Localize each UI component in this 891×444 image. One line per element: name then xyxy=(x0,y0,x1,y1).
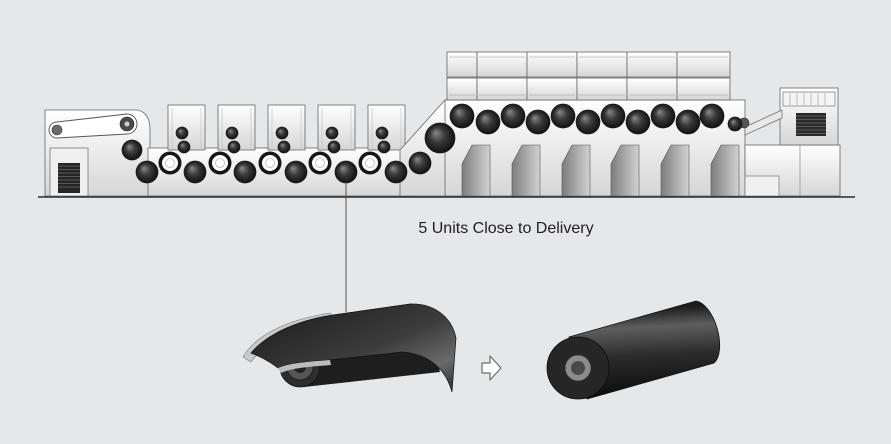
impression-cylinder-face xyxy=(262,155,278,171)
coating-unit-cylinder xyxy=(500,103,526,129)
coating-unit-cylinder xyxy=(699,103,725,129)
unit-side-panel xyxy=(710,144,740,197)
cabinet-lower xyxy=(526,77,578,101)
cabinet-lower xyxy=(576,77,628,101)
delivery-stack-sheets xyxy=(796,115,826,134)
coating-unit-cylinder xyxy=(575,109,601,135)
transfer-cylinder xyxy=(284,160,308,184)
transfer-cylinder xyxy=(384,160,408,184)
transfer-cylinder xyxy=(233,160,257,184)
impression-cylinder-face xyxy=(312,155,328,171)
coating-unit-cylinder xyxy=(650,103,676,129)
delivery-transfer-roller xyxy=(727,116,743,132)
unit-side-panels xyxy=(461,144,740,197)
impression-cylinder-hub xyxy=(265,158,275,168)
cabinet-upper xyxy=(576,51,628,78)
feeder-paper-pile xyxy=(58,163,80,193)
inking-roller xyxy=(275,126,289,140)
blanket-bottom-lip xyxy=(278,360,331,373)
coating-unit-cylinder xyxy=(449,103,475,129)
press-cylinders xyxy=(121,103,743,184)
delivery-roof xyxy=(782,91,836,107)
inking-roller xyxy=(325,126,339,140)
delivery-step xyxy=(744,175,780,197)
cabinet-upper xyxy=(626,51,678,78)
coating-unit-cylinder xyxy=(675,109,701,135)
feeder-pulley-left xyxy=(51,124,63,136)
inking-roller xyxy=(227,140,241,154)
unit-side-panel xyxy=(511,144,541,197)
diagram-caption: 5 Units Close to Delivery xyxy=(418,220,593,237)
cabinet-upper xyxy=(676,51,731,78)
feeder-belt xyxy=(48,113,138,139)
impression-cylinder-hub xyxy=(215,158,225,168)
delivery-conveyor xyxy=(744,109,783,136)
cabinet-upper xyxy=(526,51,578,78)
cabinet-upper xyxy=(446,51,478,78)
feeder-unit xyxy=(44,109,151,197)
cabinet-upper xyxy=(476,51,528,78)
unit-side-panel xyxy=(610,144,640,197)
unit-side-panel xyxy=(461,144,491,197)
cabinet-lower xyxy=(446,77,478,101)
delivery-unit xyxy=(738,87,841,197)
printing-units-section xyxy=(147,104,411,197)
printing-unit-towers xyxy=(167,104,406,154)
right-arrow-icon xyxy=(481,355,502,381)
inking-roller xyxy=(175,126,189,140)
top-cabinets xyxy=(446,51,731,101)
transfer-cylinder xyxy=(334,160,358,184)
cabinet-lower xyxy=(676,77,731,101)
unit-side-panel xyxy=(561,144,591,197)
finished-cylinder-hub xyxy=(571,361,585,375)
coating-unit-cylinder xyxy=(550,103,576,129)
feed-cylinder xyxy=(121,139,143,161)
transfer-cylinder xyxy=(135,160,159,184)
coating-unit-cylinder xyxy=(525,109,551,135)
inking-roller xyxy=(377,140,391,154)
inking-roller xyxy=(277,140,291,154)
inking-roller xyxy=(327,140,341,154)
impression-cylinder-face xyxy=(362,155,378,171)
impression-cylinder-hub xyxy=(315,158,325,168)
inking-roller xyxy=(177,140,191,154)
transfer-cylinder xyxy=(408,151,432,175)
blanket-on-cylinder-illustration xyxy=(242,303,457,393)
feeder-pulley-hub xyxy=(124,121,130,127)
feeder-paper-sheets xyxy=(58,165,80,188)
delivery-paper-stack xyxy=(796,113,826,136)
delivery-roof-slats xyxy=(789,93,826,105)
transfer-cylinder-large xyxy=(424,122,456,154)
impression-cylinder-hub xyxy=(165,158,175,168)
printing-unit-tower xyxy=(167,104,206,151)
cabinet-lower xyxy=(476,77,528,101)
impression-cylinder-face xyxy=(162,155,178,171)
impression-cylinder-hub xyxy=(365,158,375,168)
printing-blanket xyxy=(250,303,457,393)
impression-cylinder-face xyxy=(212,155,228,171)
unit-side-panel xyxy=(660,144,690,197)
blanket-mounted-cylinder-illustration xyxy=(546,300,721,400)
coating-unit-cylinder xyxy=(475,109,501,135)
cabinet-lower xyxy=(626,77,678,101)
inking-roller xyxy=(375,126,389,140)
inking-roller xyxy=(225,126,239,140)
transfer-cylinder xyxy=(183,160,207,184)
coating-unit-cylinder xyxy=(625,109,651,135)
coating-unit-cylinder xyxy=(600,103,626,129)
